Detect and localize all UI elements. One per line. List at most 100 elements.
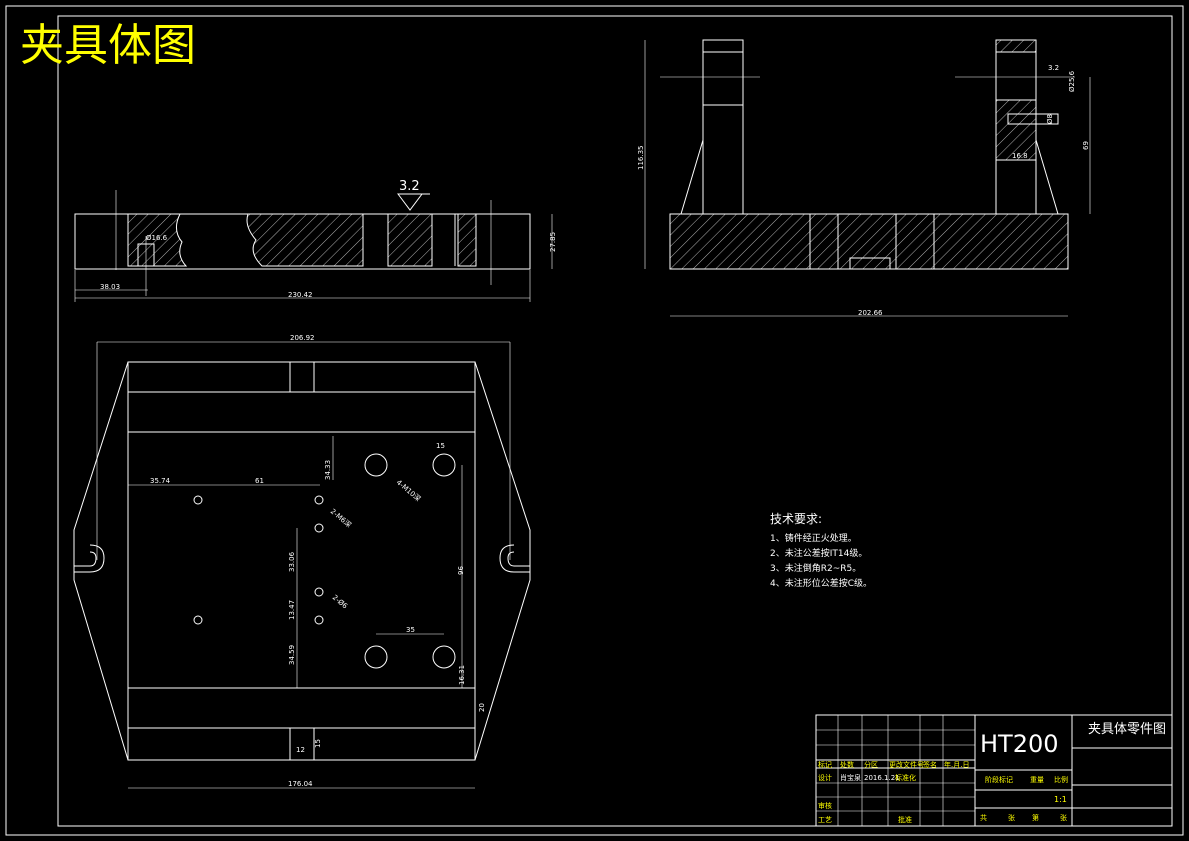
plan-small-hole-3 — [314, 495, 324, 505]
plan-33-06-dim: 33.06 — [288, 551, 296, 572]
tb-header-change: 更改文件号 — [889, 760, 924, 769]
front-offset-dim: 38.03 — [100, 283, 120, 291]
plan-key-top — [289, 361, 315, 393]
plan-16-31-dim: 16.31 — [458, 665, 466, 685]
side-right-post-cap — [995, 39, 1037, 53]
plan-body — [127, 361, 476, 761]
tb-sheet-label-2: 张 — [1060, 813, 1067, 822]
plan-20-dim: 20 — [478, 703, 486, 712]
roughness-symbol — [397, 193, 423, 211]
side-right-rib — [1035, 139, 1059, 215]
tb-sheet-no: 第 — [1032, 813, 1039, 822]
plan-hole-tl — [364, 453, 388, 477]
title-block: 标记 处数 分区 更改文件号 签名 年.月.日 设计 肖宝泉 2016.1.21… — [815, 714, 1173, 827]
plan-small-hole-1 — [193, 495, 203, 505]
front-hole-dim: Ø16.6 — [146, 234, 168, 242]
side-left-rib — [680, 139, 704, 215]
side-left-post — [702, 39, 744, 215]
tb-header-sign: 签名 — [923, 760, 937, 769]
tb-header-date: 年.月.日 — [944, 760, 969, 769]
tb-weight-label: 重量 — [1030, 776, 1044, 784]
side-base — [669, 213, 1069, 270]
side-width-dim: 202.66 — [858, 309, 883, 317]
outer-border — [5, 5, 1184, 836]
side-hole-dim: Ø8 — [1046, 114, 1054, 124]
side-offset-dim: 16.8 — [1012, 152, 1028, 160]
side-pin-hole — [1007, 113, 1059, 125]
inner-border — [57, 15, 1173, 827]
front-height-dim: 27.85 — [549, 232, 557, 252]
title-block-frame — [815, 714, 1173, 827]
tech-item-4: 4、未注形位公差按C级。 — [770, 577, 872, 589]
side-height-dim: 116.35 — [637, 146, 645, 171]
front-hatch-mid — [246, 213, 364, 267]
plan-13-47-dim: 13.47 — [288, 600, 296, 620]
tb-sheet-label: 张 — [1008, 813, 1015, 822]
plan-hole-bl — [364, 645, 388, 669]
plan-hole-note-1: 4-M10深 — [395, 478, 423, 503]
plan-key-bottom — [289, 727, 315, 761]
front-hatch-right — [457, 213, 477, 267]
plan-12-dim: 12 — [296, 746, 305, 754]
tb-design-label: 设计 — [818, 773, 832, 782]
side-groove — [849, 257, 891, 270]
tb-sheets-total: 共 — [980, 813, 987, 822]
side-69-dim: 69 — [1082, 141, 1090, 150]
tb-header-mark: 标记 — [818, 760, 832, 769]
plan-96-dim: 96 — [456, 566, 464, 575]
plan-outline — [73, 361, 531, 761]
tb-date: 2016.1.21 — [864, 774, 900, 782]
tech-item-1: 1、铸件经正火处理。 — [770, 532, 857, 544]
tech-heading: 技术要求: — [770, 512, 822, 526]
tb-stage-label: 阶段标记 — [985, 775, 1013, 784]
side-slot-1 — [809, 213, 839, 270]
tb-header-count: 处数 — [840, 760, 854, 769]
front-hatch-slot — [387, 213, 433, 267]
plan-ear-left — [74, 544, 105, 573]
roughness-value: 3.2 — [399, 179, 420, 194]
plan-34-33-dim: 34.33 — [324, 460, 332, 480]
tb-header-zone: 分区 — [864, 760, 878, 769]
plan-small-hole-4 — [314, 523, 324, 533]
tb-review: 审核 — [818, 801, 832, 810]
plan-ear-right — [499, 544, 530, 573]
side-slot-2 — [895, 213, 935, 270]
tech-requirements: 技术要求: 1、铸件经正火处理。 2、未注公差按IT14级。 3、未注倒角R2~… — [770, 512, 872, 589]
plan-61-dim: 61 — [255, 477, 264, 485]
plan-small-hole-6 — [314, 615, 324, 625]
plan-small-hole-5 — [314, 587, 324, 597]
plan-hole-note-2: 2-M6深 — [329, 507, 354, 530]
plan-small-hole-2 — [193, 615, 203, 625]
tb-scale-label: 比例 — [1054, 775, 1068, 784]
plan-35-dim: 35 — [406, 626, 415, 634]
side-top-dim: Ø25.6 — [1068, 70, 1076, 92]
tb-process: 工艺 — [818, 816, 832, 824]
tech-item-3: 3、未注倒角R2~R5。 — [770, 562, 861, 574]
plan-34-59-dim: 34.59 — [288, 645, 296, 665]
tb-approve: 批准 — [898, 815, 912, 824]
tb-material: HT200 — [980, 730, 1059, 758]
plan-hole-tr — [432, 453, 456, 477]
side-roughness: 3.2 — [1048, 64, 1059, 72]
tb-scale: 1:1 — [1054, 795, 1067, 804]
side-right-post-section — [995, 99, 1037, 161]
plan-hole-br — [432, 645, 456, 669]
front-length-dim: 230.42 — [288, 291, 313, 299]
plan-15-dim: 15 — [436, 442, 445, 450]
tech-item-2: 2、未注公差按IT14级。 — [770, 547, 867, 559]
drawing-title: 夹具体图 — [20, 20, 196, 71]
plan-width-dim: 206.92 — [290, 334, 315, 342]
front-hatch-left — [127, 213, 188, 267]
plan-35-74-dim: 35.74 — [150, 477, 171, 485]
front-section-view: 3.2 Ø16.6 38.03 230.42 27.85 — [74, 179, 557, 302]
plan-view: 206.92 15 34.33 35.74 61 4-M10深 2-M6深 2-… — [73, 334, 531, 789]
side-view: 116.35 202.66 3.2 Ø25.6 Ø8 16.8 69 — [637, 39, 1091, 317]
tb-standardize: 标准化 — [895, 773, 916, 782]
plan-15b-dim: 15 — [314, 739, 322, 748]
tb-designer: 肖宝泉 — [840, 773, 861, 782]
plan-base-width-dim: 176.04 — [288, 780, 313, 788]
tb-drawing-name: 夹具体零件图 — [1088, 722, 1166, 737]
plan-hole-note-3: 2-Ø6 — [331, 593, 350, 610]
